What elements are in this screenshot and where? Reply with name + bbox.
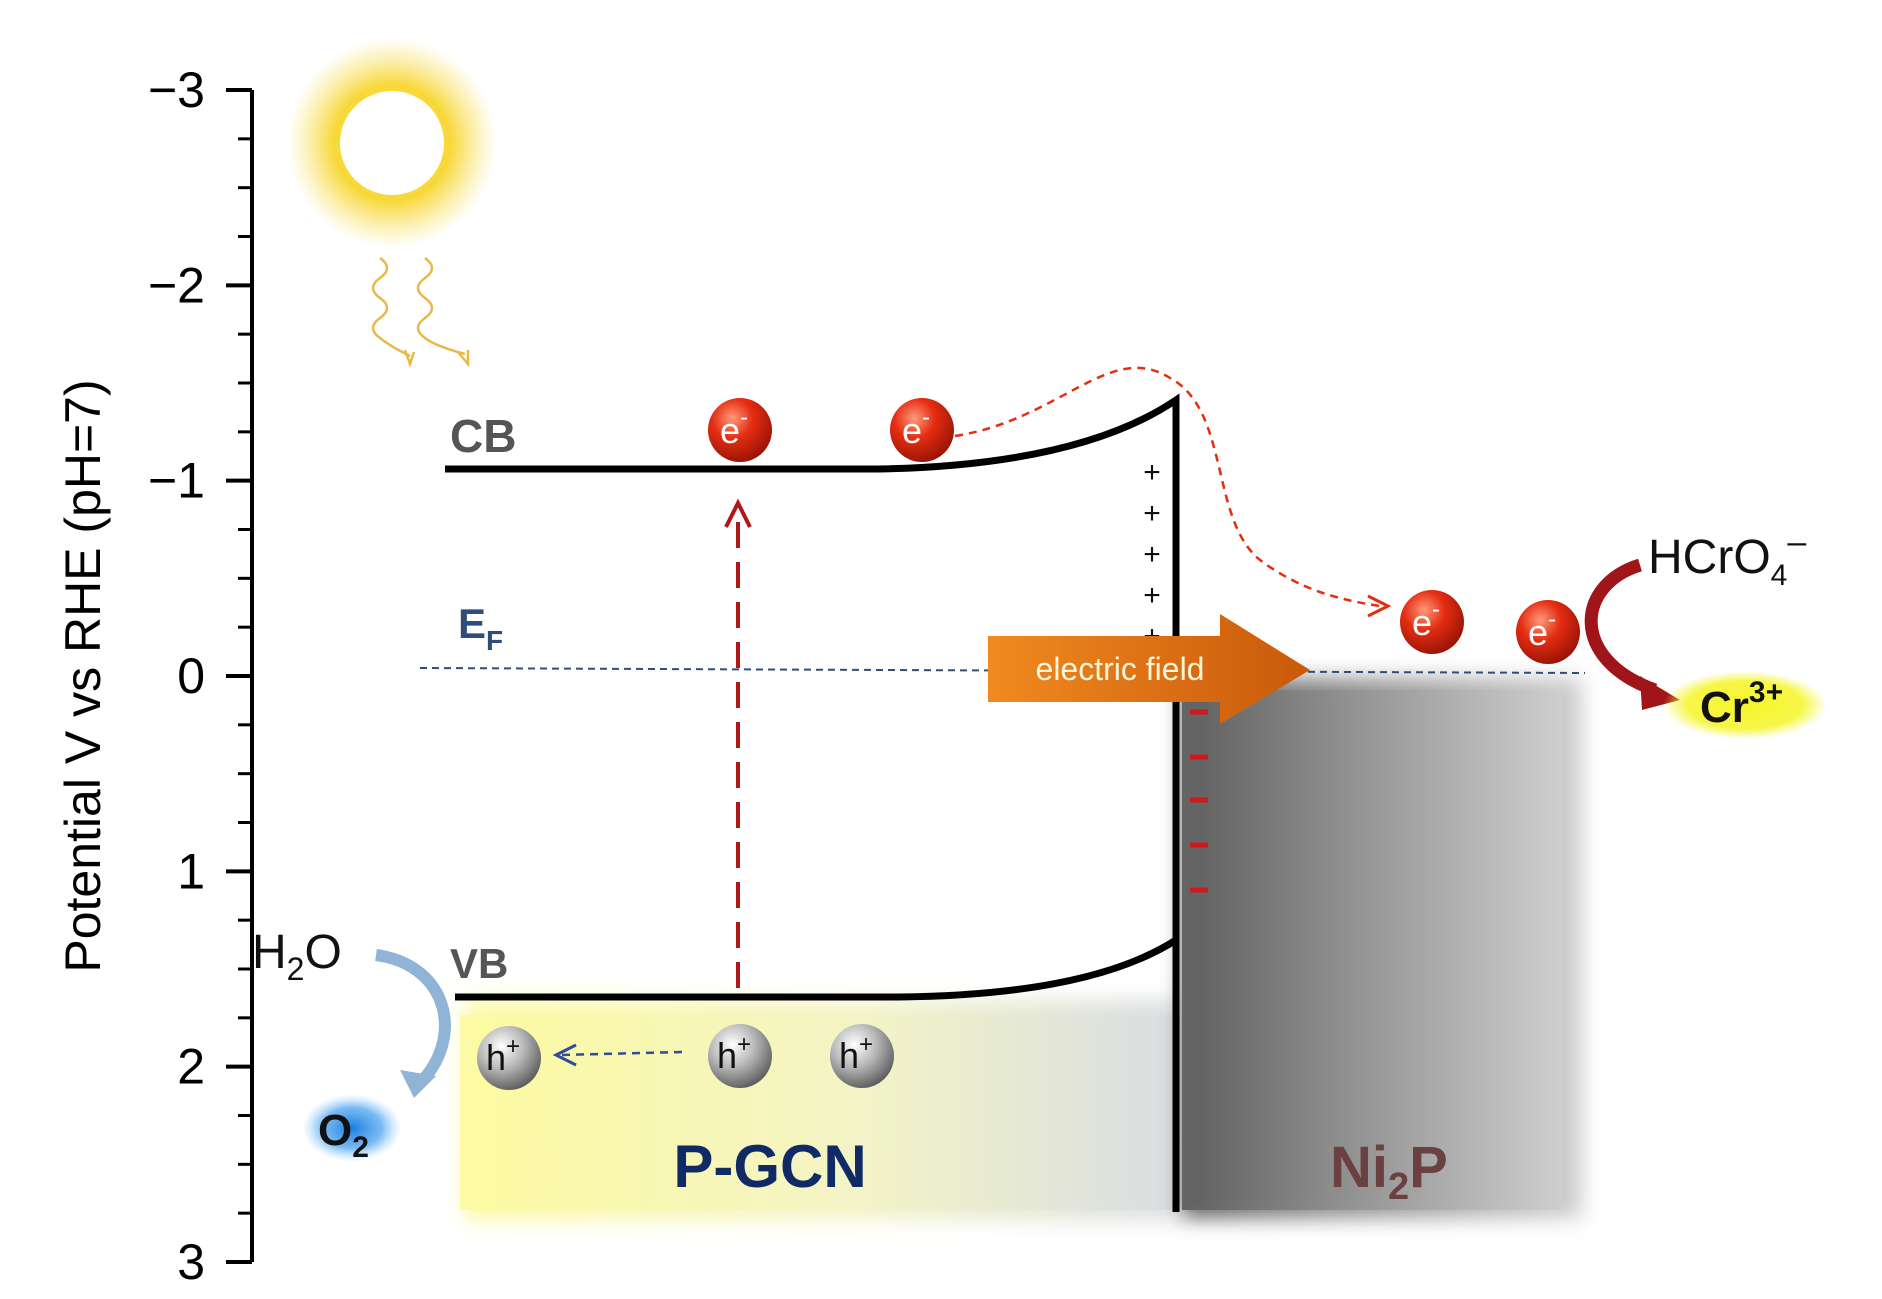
tick-label: 3 <box>177 1234 205 1290</box>
svg-text:electric field: electric field <box>1036 651 1205 687</box>
h2o-label: H2O <box>252 926 342 987</box>
y-axis-label: Potential V vs RHE (pH=7) <box>55 379 111 972</box>
electric-field-arrow: electric field <box>988 614 1310 724</box>
hole-transfer-arrow-head <box>552 1043 577 1067</box>
plus-charge: + <box>1143 579 1161 612</box>
cb-label: CB <box>450 410 516 462</box>
tick-label: 2 <box>177 1039 205 1095</box>
hcro4-label: HCrO4– <box>1648 523 1806 592</box>
tick-label: 0 <box>177 648 205 704</box>
hole: h+ <box>477 1026 541 1090</box>
o2-label: O2 <box>318 1106 369 1164</box>
o2-glow <box>302 1094 402 1162</box>
electron: e- <box>708 398 772 462</box>
y-axis: −3 −2 −1 0 1 2 3 <box>148 62 254 1290</box>
ni2p-region-core <box>1182 690 1562 1210</box>
ef-label: EF <box>458 600 503 656</box>
excitation-arrow-head <box>724 498 752 528</box>
cr-label: Cr3+ <box>1700 676 1783 732</box>
electron: e- <box>1400 590 1464 654</box>
hole: h+ <box>830 1024 894 1088</box>
svg-text:h+: h+ <box>839 1031 873 1076</box>
cr-glow <box>1663 671 1827 739</box>
hole: h+ <box>708 1024 772 1088</box>
light-rays-icon <box>371 256 470 368</box>
electron: e- <box>890 398 954 462</box>
tick-label: 1 <box>177 843 205 899</box>
cr-reduction-arrow <box>1584 558 1658 697</box>
pgcn-region-lower <box>460 1015 1180 1210</box>
positive-charges: +++++ <box>1143 456 1161 653</box>
valence-band <box>455 937 1178 1001</box>
tick-label: −1 <box>148 453 205 509</box>
conduction-band <box>445 393 1180 1212</box>
hole-transfer-path <box>559 1050 683 1057</box>
plus-charge: + <box>1143 538 1161 571</box>
tick-label: −3 <box>148 62 205 118</box>
pgcn-label: P-GCN <box>673 1133 866 1200</box>
plus-charge: + <box>1143 497 1161 530</box>
sun-icon <box>287 38 497 248</box>
plus-charge: + <box>1143 456 1161 489</box>
tick-label: −2 <box>148 257 205 313</box>
water-oxidation-arrow <box>375 949 451 1090</box>
electron-transfer-arrow-head <box>1367 594 1392 618</box>
vb-label: VB <box>450 940 508 987</box>
negative-charges <box>1190 709 1208 893</box>
electron: e- <box>1516 600 1580 664</box>
ni2p-label: Ni2P <box>1330 1135 1448 1208</box>
water-oxidation-arrow-head <box>400 1070 436 1098</box>
electron-transfer-path <box>954 366 1381 608</box>
